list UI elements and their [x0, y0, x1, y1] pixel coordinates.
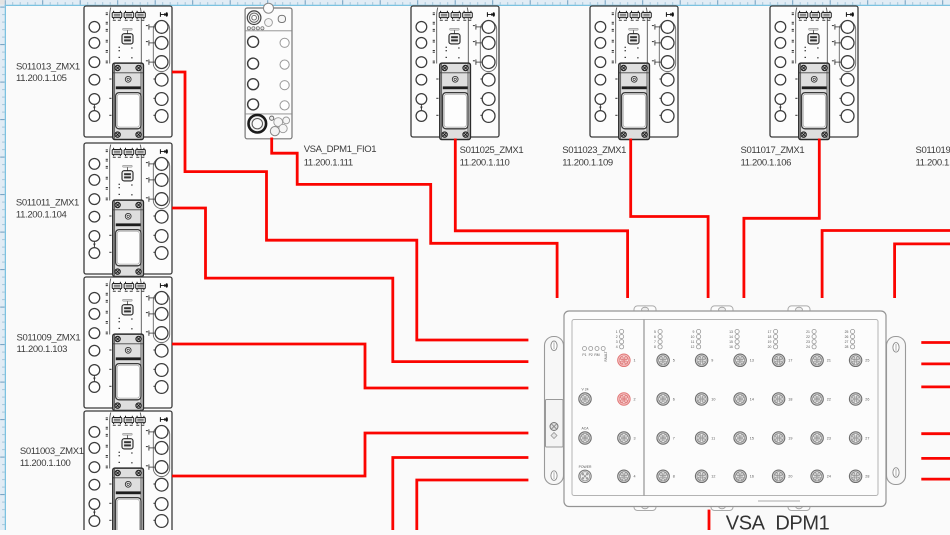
svg-text:4: 4: [634, 475, 636, 479]
svg-text:12: 12: [691, 345, 695, 349]
svg-text:S011013_ZMX1: S011013_ZMX1: [16, 61, 80, 72]
svg-text:11: 11: [691, 340, 695, 344]
svg-text:P2: P2: [589, 353, 593, 357]
svg-text:25: 25: [865, 359, 869, 363]
svg-text:26: 26: [845, 335, 849, 339]
svg-text:18: 18: [768, 335, 772, 339]
svg-text:15: 15: [729, 340, 733, 344]
svg-text:S011003_ZMX1: S011003_ZMX1: [20, 446, 84, 457]
svg-text:11.200.1.109: 11.200.1.109: [562, 158, 613, 169]
svg-text:13: 13: [729, 330, 733, 334]
svg-text:POWER: POWER: [579, 465, 592, 469]
svg-text:S011023_ZMX1: S011023_ZMX1: [562, 145, 626, 156]
svg-text:9: 9: [693, 330, 695, 334]
svg-text:2: 2: [634, 397, 636, 401]
svg-text:27: 27: [865, 436, 869, 440]
svg-text:S011011_ZMX1: S011011_ZMX1: [16, 198, 79, 209]
svg-text:16: 16: [750, 475, 754, 479]
svg-text:5: 5: [673, 359, 675, 363]
svg-text:P1: P1: [582, 353, 586, 357]
svg-text:11.200.1.110: 11.200.1.110: [460, 158, 510, 169]
svg-text:S011025_ZMX1: S011025_ZMX1: [460, 145, 524, 156]
svg-text:26: 26: [865, 397, 869, 401]
svg-text:11.200.1.111: 11.200.1.111: [304, 158, 353, 169]
svg-text:11.200.1.103: 11.200.1.103: [17, 344, 68, 355]
svg-text:22: 22: [806, 335, 810, 339]
svg-text:3: 3: [634, 436, 636, 440]
svg-text:VSA_DPM1: VSA_DPM1: [726, 512, 830, 530]
svg-text:S011019_ZMX1: S011019_ZMX1: [916, 145, 950, 156]
svg-text:17: 17: [788, 359, 792, 363]
svg-text:RM: RM: [594, 353, 599, 357]
svg-text:11.200.1.100: 11.200.1.100: [20, 458, 71, 469]
svg-text:5: 5: [654, 330, 656, 334]
svg-text:6: 6: [673, 397, 675, 401]
svg-text:11.200.1.105: 11.200.1.105: [16, 73, 67, 84]
svg-text:21: 21: [806, 330, 810, 334]
svg-text:20: 20: [788, 475, 792, 479]
svg-text:13: 13: [750, 359, 754, 363]
svg-text:1: 1: [634, 359, 636, 363]
svg-text:7: 7: [654, 340, 656, 344]
svg-text:11.200.1.104: 11.200.1.104: [16, 209, 67, 220]
svg-text:1: 1: [616, 330, 618, 334]
svg-text:7: 7: [673, 436, 675, 440]
svg-text:S011009_ZMX1: S011009_ZMX1: [17, 332, 81, 343]
svg-text:23: 23: [806, 340, 810, 344]
svg-text:9: 9: [711, 359, 713, 363]
svg-text:20: 20: [768, 345, 772, 349]
svg-text:3: 3: [616, 340, 618, 344]
svg-text:V 24: V 24: [582, 388, 589, 392]
svg-text:22: 22: [827, 397, 831, 401]
svg-text:10: 10: [711, 397, 715, 401]
svg-text:18: 18: [788, 397, 792, 401]
svg-text:15: 15: [750, 436, 754, 440]
svg-text:11: 11: [711, 436, 715, 440]
svg-text:21: 21: [827, 359, 831, 363]
svg-text:VSA_DPM1_FIO1: VSA_DPM1_FIO1: [304, 144, 377, 155]
svg-text:8: 8: [654, 345, 656, 349]
svg-text:11.200.1.107: 11.200.1.107: [916, 158, 950, 169]
svg-text:11.200.1.106: 11.200.1.106: [741, 158, 792, 169]
svg-text:23: 23: [827, 436, 831, 440]
svg-text:14: 14: [750, 397, 754, 401]
svg-text:28: 28: [845, 345, 849, 349]
svg-text:2: 2: [616, 335, 618, 339]
svg-text:19: 19: [788, 436, 792, 440]
svg-text:4: 4: [616, 345, 618, 349]
svg-text:10: 10: [691, 335, 695, 339]
svg-text:14: 14: [729, 335, 733, 339]
svg-text:24: 24: [806, 345, 810, 349]
svg-text:FAULT: FAULT: [604, 351, 608, 361]
svg-text:6: 6: [654, 335, 656, 339]
svg-text:12: 12: [711, 475, 715, 479]
svg-text:16: 16: [729, 345, 733, 349]
svg-text:24: 24: [827, 475, 831, 479]
svg-text:17: 17: [768, 330, 772, 334]
svg-text:ACA: ACA: [582, 427, 590, 431]
svg-text:8: 8: [673, 475, 675, 479]
svg-text:S011017_ZMX1: S011017_ZMX1: [741, 145, 805, 156]
svg-text:19: 19: [768, 340, 772, 344]
svg-text:27: 27: [845, 340, 849, 344]
svg-text:28: 28: [865, 475, 869, 479]
svg-text:25: 25: [845, 330, 849, 334]
